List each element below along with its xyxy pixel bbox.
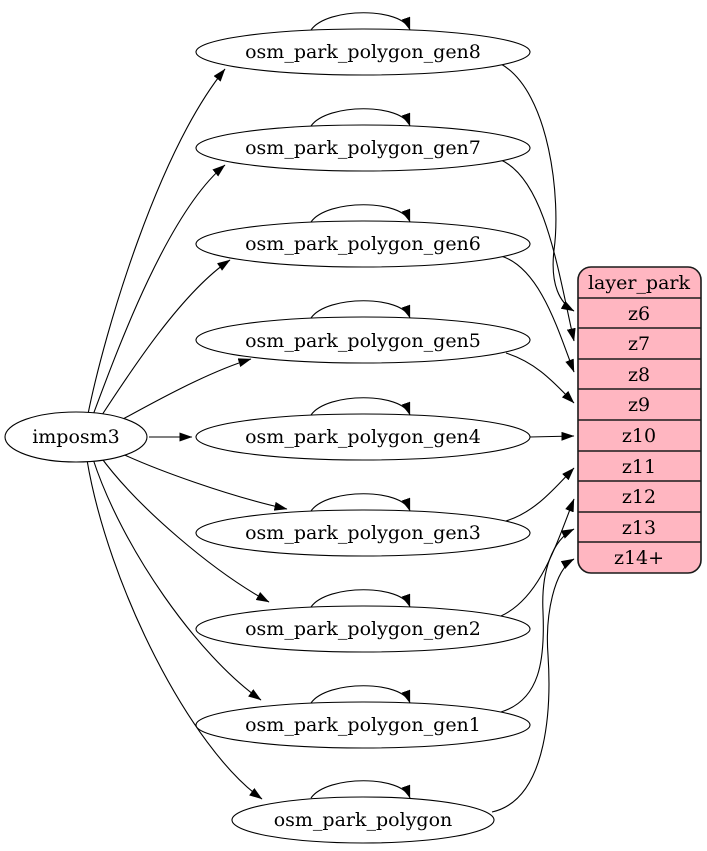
- layer-row-z12: z12: [622, 486, 656, 508]
- node-label: osm_park_polygon_gen7: [245, 137, 481, 159]
- table-ellipse: [195, 220, 531, 268]
- node-osm-park-polygon-gen5: osm_park_polygon_gen5: [195, 316, 531, 364]
- node-osm-park-polygon-gen7: osm_park_polygon_gen7: [195, 124, 531, 172]
- edge-polygon-z14plus: [491, 558, 575, 813]
- edge-imposm3-gen3: [113, 449, 288, 511]
- edge-gen6-z8: [500, 255, 575, 373]
- edge-imposm3-gen8: [87, 68, 226, 415]
- node-label: osm_park_polygon: [274, 809, 453, 831]
- self-loop-gen4: [310, 397, 411, 416]
- node-osm-park-polygon-gen2: osm_park_polygon_gen2: [195, 605, 531, 653]
- table-ellipse: [195, 316, 531, 364]
- node-label: osm_park_polygon_gen5: [245, 330, 481, 352]
- node-label: osm_park_polygon_gen4: [245, 426, 481, 448]
- table-ellipse: [195, 124, 531, 172]
- edges-source-to-tables: [86, 68, 288, 800]
- edge-gen5-z9: [505, 352, 575, 404]
- table-ellipse: [195, 28, 531, 76]
- node-label: osm_park_polygon_gen2: [245, 618, 481, 640]
- node-label: osm_park_polygon_gen8: [245, 41, 481, 63]
- table-ellipse: [231, 796, 495, 844]
- node-label: imposm3: [32, 426, 120, 448]
- layer-row-z13: z13: [622, 517, 656, 539]
- edges-tables-to-layer: [491, 63, 576, 813]
- self-loop-gen3: [310, 493, 411, 512]
- layer-row-z7: z7: [628, 333, 650, 355]
- layer-row-z6: z6: [628, 303, 650, 325]
- table-ellipse: [195, 605, 531, 653]
- table-ellipse: [195, 509, 531, 557]
- edge-gen7-z7: [500, 159, 576, 342]
- self-loop-gen7: [310, 108, 411, 127]
- layer-row-z8: z8: [628, 364, 650, 386]
- edge-imposm3-gen1: [92, 458, 262, 701]
- edge-imposm3-gen2: [99, 455, 270, 603]
- node-label: osm_park_polygon_gen3: [245, 522, 481, 544]
- layer-row-z9: z9: [628, 394, 650, 416]
- self-loop-polygon: [310, 780, 411, 799]
- edge-imposm3-gen7: [92, 164, 226, 416]
- node-osm-park-polygon-gen1: osm_park_polygon_gen1: [195, 701, 531, 749]
- edge-gen2-z12: [500, 498, 575, 617]
- table-ellipse: [195, 413, 531, 461]
- layer-row-z10: z10: [622, 425, 656, 447]
- layer-park-row-dividers: [578, 297, 701, 543]
- layer-park-title: layer_park: [588, 272, 691, 294]
- layer-row-z14plus: z14+: [614, 547, 664, 569]
- self-loop-gen1: [310, 685, 411, 704]
- self-loop-gen5: [310, 300, 411, 319]
- node-osm-park-polygon-gen8: osm_park_polygon_gen8: [195, 28, 531, 76]
- self-loop-gen6: [310, 204, 411, 223]
- edge-imposm3-gen6: [99, 259, 231, 419]
- node-label: osm_park_polygon_gen6: [245, 233, 481, 255]
- self-loop-gen8: [310, 12, 411, 31]
- edge-imposm3-gen5: [113, 358, 252, 425]
- edge-gen4-z10: [529, 431, 575, 441]
- layer-row-z11: z11: [622, 456, 656, 478]
- edge-gen1-z13: [500, 528, 575, 713]
- self-loop-edges: [310, 12, 411, 799]
- edge-imposm3-polygon: [86, 459, 263, 800]
- node-imposm3: imposm3: [4, 411, 148, 463]
- node-label: osm_park_polygon_gen1: [245, 714, 481, 736]
- edge-gen3-z11: [505, 467, 575, 522]
- node-osm-park-polygon: osm_park_polygon: [231, 796, 495, 844]
- edge-gen8-z6: [500, 63, 575, 312]
- table-ellipse: [195, 701, 531, 749]
- imposm3-ellipse: [4, 411, 148, 463]
- self-loop-gen2: [310, 589, 411, 608]
- node-layer-park: layer_park z6 z7 z8 z9 z10 z11 z12 z13 z…: [577, 266, 702, 574]
- node-osm-park-polygon-gen4: osm_park_polygon_gen4: [195, 413, 531, 461]
- node-osm-park-polygon-gen3: osm_park_polygon_gen3: [195, 509, 531, 557]
- node-osm-park-polygon-gen6: osm_park_polygon_gen6: [195, 220, 531, 268]
